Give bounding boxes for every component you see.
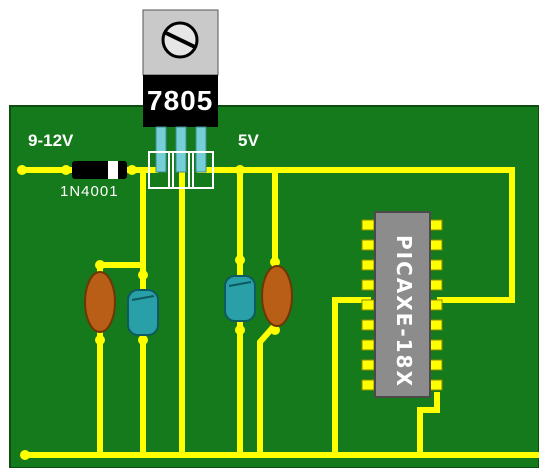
ceramic-capacitor-right <box>261 265 293 327</box>
terminal-pads <box>17 165 280 460</box>
picaxe-chip <box>361 211 443 398</box>
diode-1n4001 <box>72 161 127 179</box>
electrolytic-capacitor-left <box>127 289 159 336</box>
diode-label: 1N4001 <box>60 183 119 200</box>
copper-traces <box>19 167 539 458</box>
output-voltage-label: 5V <box>238 131 259 150</box>
regulator-label: 7805 <box>147 85 214 116</box>
voltage-regulator-7805 <box>142 9 219 189</box>
input-voltage-label: 9-12V <box>28 131 74 150</box>
chip-label: PICAXE-18X <box>392 235 416 388</box>
ceramic-capacitor-left <box>84 271 116 333</box>
electrolytic-capacitor-right <box>224 275 256 322</box>
